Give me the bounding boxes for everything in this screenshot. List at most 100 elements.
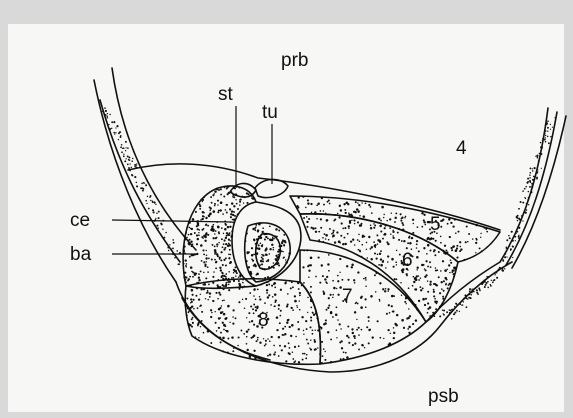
stipple-dot: [426, 274, 428, 276]
stipple-dot: [266, 260, 268, 262]
stipple-dot: [238, 276, 239, 277]
stipple-dot: [205, 257, 207, 259]
stipple-dot: [352, 344, 354, 346]
stipple-dot: [282, 334, 284, 336]
stipple-dot: [288, 352, 290, 354]
stipple-dot: [265, 236, 267, 238]
stipple-dot: [446, 279, 448, 281]
stipple-dot: [239, 204, 240, 205]
stipple-dot: [226, 235, 228, 237]
stipple-dot: [394, 323, 396, 325]
stipple-dot: [450, 259, 452, 261]
stipple-dot: [290, 287, 292, 289]
stipple-dot: [242, 282, 244, 284]
stipple-dot: [435, 240, 437, 242]
stipple-dot: [318, 231, 320, 233]
stipple-dot: [210, 309, 212, 311]
stipple-dot: [337, 319, 339, 321]
stipple-dot: [321, 341, 323, 343]
stipple-dot: [310, 203, 312, 205]
stipple-dot: [309, 326, 311, 328]
stipple-dot: [240, 330, 242, 332]
stipple-dot: [339, 323, 341, 325]
stipple-dot: [365, 202, 367, 204]
stipple-dot: [306, 216, 308, 218]
stipple-dot: [449, 236, 451, 238]
stipple-dot: [266, 254, 268, 256]
stipple-dot: [207, 225, 209, 227]
stipple-dot: [310, 286, 312, 288]
stipple-dot: [391, 295, 394, 298]
stipple-dot: [214, 205, 216, 207]
stipple-dot: [198, 234, 200, 236]
stipple-dot: [320, 210, 322, 212]
stipple-dot: [418, 300, 420, 302]
stipple-dot: [222, 337, 225, 340]
stipple-dot: [434, 298, 436, 300]
stipple-dot: [217, 211, 219, 213]
stipple-dot: [370, 225, 372, 227]
stipple-dot: [413, 281, 415, 283]
stipple-dot: [203, 332, 205, 334]
stipple-dot: [303, 330, 304, 331]
stipple-dot: [320, 227, 322, 229]
stipple-dot: [429, 283, 431, 285]
stipple-dot: [415, 319, 417, 321]
stipple-dot: [396, 250, 398, 252]
stipple-dot: [412, 285, 414, 287]
stipple-dot: [515, 240, 516, 241]
label-prb: prb: [281, 50, 308, 71]
stipple-dot: [455, 232, 457, 234]
stipple-dot: [251, 197, 253, 199]
stipple-dot: [204, 283, 207, 286]
stipple-dot: [200, 326, 201, 327]
stipple-dot: [550, 136, 551, 137]
stipple-dot: [440, 270, 442, 272]
stipple-dot: [228, 239, 230, 241]
stipple-dot: [374, 244, 376, 246]
stipple-dot: [418, 279, 420, 281]
stipple-dot: [365, 279, 367, 281]
stipple-dot: [219, 258, 220, 259]
stipple-dot: [396, 314, 398, 316]
stipple-dot: [366, 326, 368, 328]
stipple-dot: [336, 337, 337, 338]
stipple-dot: [235, 317, 237, 319]
stipple-dot: [461, 304, 462, 305]
stipple-dot: [252, 308, 254, 310]
stipple-dot: [225, 276, 227, 278]
stipple-dot: [211, 312, 213, 314]
right-appendage-inner: [512, 116, 566, 268]
stipple-dot: [393, 327, 395, 329]
stipple-dot: [238, 280, 240, 282]
stipple-dot: [518, 208, 520, 210]
stipple-dot: [547, 131, 548, 132]
stipple-dot: [457, 231, 459, 233]
stipple-dot: [465, 241, 467, 243]
stipple-dot: [223, 300, 225, 302]
stipple-dot: [238, 301, 240, 303]
stipple-dot: [161, 223, 163, 225]
stipple-dot: [190, 266, 193, 269]
stipple-dot: [307, 202, 309, 204]
stipple-dot: [506, 239, 508, 241]
stipple-dot: [199, 203, 201, 205]
label-segment-7: 7: [342, 286, 353, 307]
stipple-dot: [317, 203, 319, 205]
stipple-dot: [215, 292, 217, 294]
stipple-dot: [312, 312, 314, 314]
stipple-dot: [245, 298, 247, 300]
stipple-dot: [536, 155, 538, 157]
stipple-dot: [185, 259, 187, 261]
stipple-dot: [389, 218, 391, 220]
stipple-dot: [284, 345, 286, 347]
stipple-dot: [354, 311, 356, 313]
stipple-dot: [291, 307, 293, 309]
stipple-dot: [376, 234, 378, 236]
stipple-dot: [322, 237, 324, 239]
stipple-dot: [212, 300, 214, 302]
stipple-dot: [255, 306, 257, 308]
stipple-dot: [547, 127, 549, 129]
stipple-dot: [379, 282, 381, 284]
stipple-dot: [306, 226, 308, 228]
